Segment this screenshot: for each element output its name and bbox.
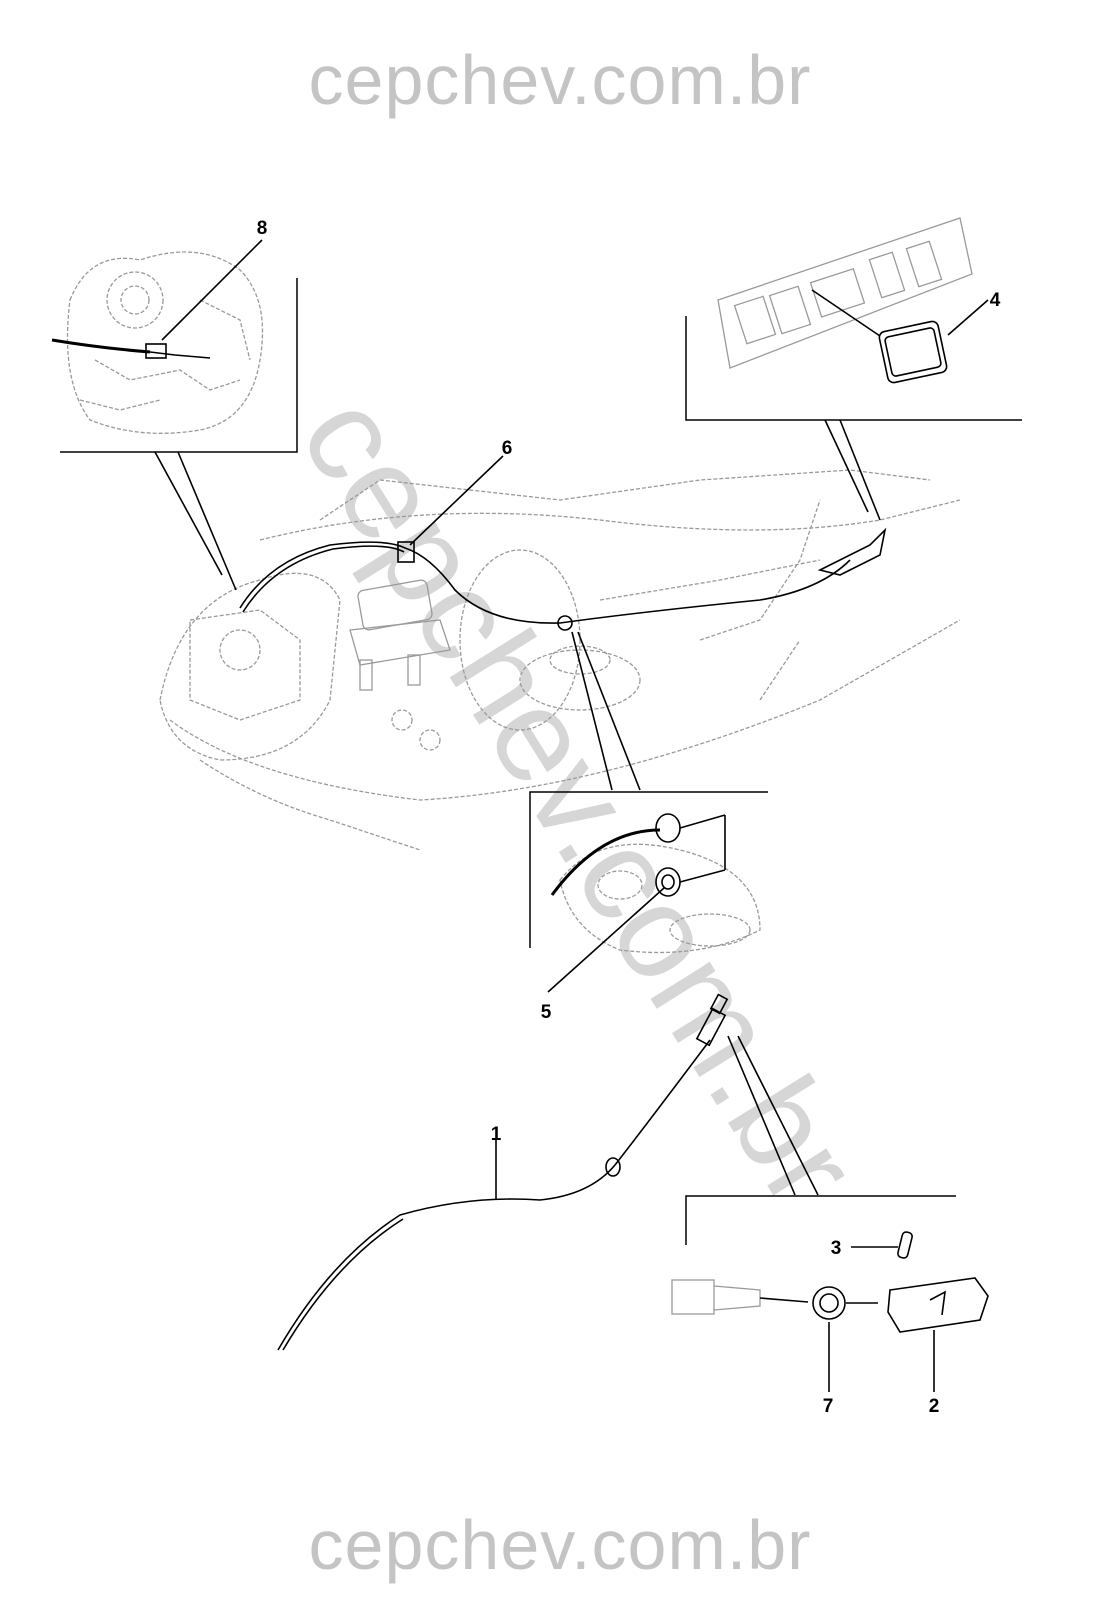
callout-6: 6 [502, 438, 513, 459]
callout-8: 8 [257, 218, 268, 239]
watermark-bottom: cepchev.com.br [308, 1506, 812, 1584]
leader-lines [154, 419, 881, 791]
callout-leaders [161, 239, 989, 1392]
cable-clip [397, 541, 415, 563]
inset-grommet-detail [529, 791, 768, 954]
inset-handle-detail [671, 1195, 989, 1333]
inset-dashboard-detail [685, 217, 1022, 421]
hood-release-cable-routing [239, 541, 851, 624]
engine-bay-sketch [159, 469, 961, 851]
grommet-mount [557, 615, 573, 631]
release-cable-part [277, 993, 729, 1351]
callout-7: 7 [823, 1396, 834, 1417]
callout-2: 2 [929, 1396, 940, 1417]
lower-leader [727, 1035, 819, 1196]
callout-1: 1 [491, 1124, 502, 1145]
inset-engine-detail [51, 251, 298, 453]
callout-4: 4 [990, 290, 1001, 311]
watermark-top: cepchev.com.br [308, 41, 812, 119]
callout-5: 5 [541, 1002, 552, 1023]
callout-3: 3 [831, 1238, 842, 1259]
handle-bracket [817, 527, 887, 576]
cable-sheath [242, 545, 405, 613]
